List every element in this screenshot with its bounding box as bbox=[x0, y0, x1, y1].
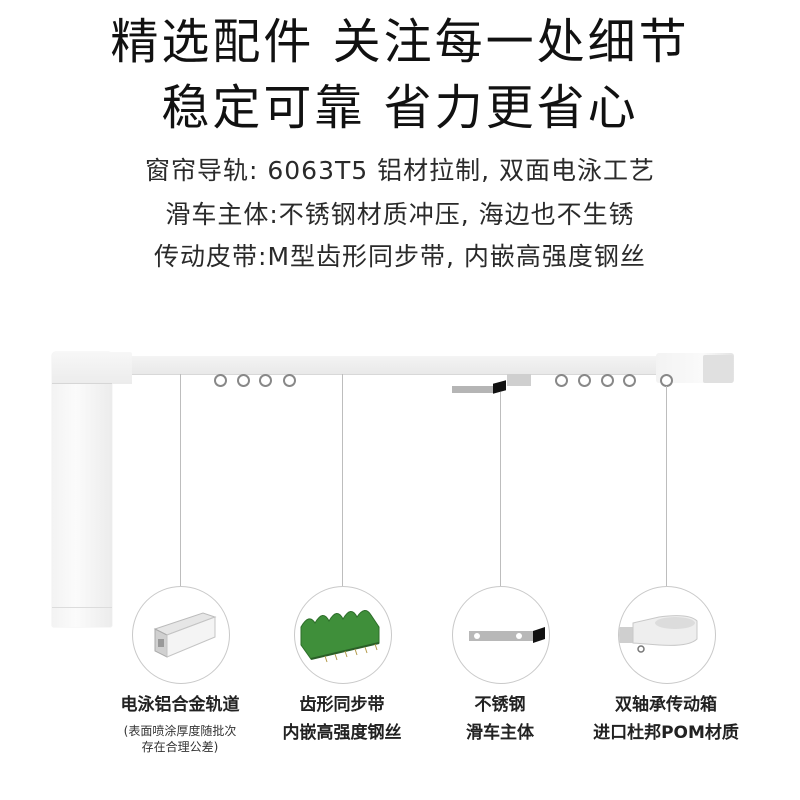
hook-icon bbox=[623, 374, 636, 387]
motor-seam-bottom bbox=[52, 607, 112, 608]
motor-unit bbox=[52, 352, 112, 627]
motor-cap bbox=[52, 352, 132, 384]
spec-runner: 滑车主体:不锈钢材质冲压, 海边也不生锈 bbox=[165, 200, 635, 229]
component-note-rail-2: 存在合理公差) bbox=[141, 740, 219, 754]
leader-line bbox=[500, 392, 501, 586]
hook-icon bbox=[259, 374, 272, 387]
hook-icon bbox=[237, 374, 250, 387]
component-subtitle-runner: 滑车主体 bbox=[466, 723, 534, 743]
end-cap bbox=[703, 355, 733, 383]
headline-line-1: 精选配件 关注每一处细节 bbox=[110, 14, 690, 70]
hook-icon bbox=[555, 374, 568, 387]
runner-arm bbox=[452, 386, 494, 393]
component-title-runner: 不锈钢 bbox=[474, 695, 526, 715]
motor-seam bbox=[52, 383, 112, 384]
hook-icon bbox=[283, 374, 296, 387]
component-title-belt: 齿形同步带 bbox=[299, 695, 385, 715]
leader-line bbox=[666, 386, 667, 586]
curtain-rail bbox=[120, 356, 660, 375]
gearbox-icon bbox=[618, 586, 716, 684]
spec-belt: 传动皮带:M型齿形同步带, 内嵌高强度钢丝 bbox=[154, 242, 646, 271]
component-subtitle-gearbox: 进口杜邦POM材质 bbox=[593, 723, 739, 743]
component-subtitle-belt: 内嵌高强度钢丝 bbox=[282, 723, 402, 743]
hook-icon bbox=[601, 374, 614, 387]
leader-line bbox=[180, 374, 181, 586]
timing-belt-icon bbox=[294, 586, 392, 684]
hook-icon bbox=[578, 374, 591, 387]
headline-line-2: 稳定可靠 省力更省心 bbox=[161, 80, 639, 136]
component-title-gearbox: 双轴承传动箱 bbox=[615, 695, 717, 715]
runner-body bbox=[507, 374, 531, 386]
hook-icon bbox=[214, 374, 227, 387]
steel-runner-icon bbox=[452, 586, 550, 684]
component-note-rail-1: (表面喷涂厚度随批次 bbox=[123, 724, 237, 738]
spec-rail: 窗帘导轨: 6063T5 铝材拉制, 双面电泳工艺 bbox=[144, 156, 655, 185]
component-title-rail: 电泳铝合金轨道 bbox=[120, 695, 240, 715]
leader-line bbox=[342, 374, 343, 586]
aluminum-rail-icon bbox=[132, 586, 230, 684]
